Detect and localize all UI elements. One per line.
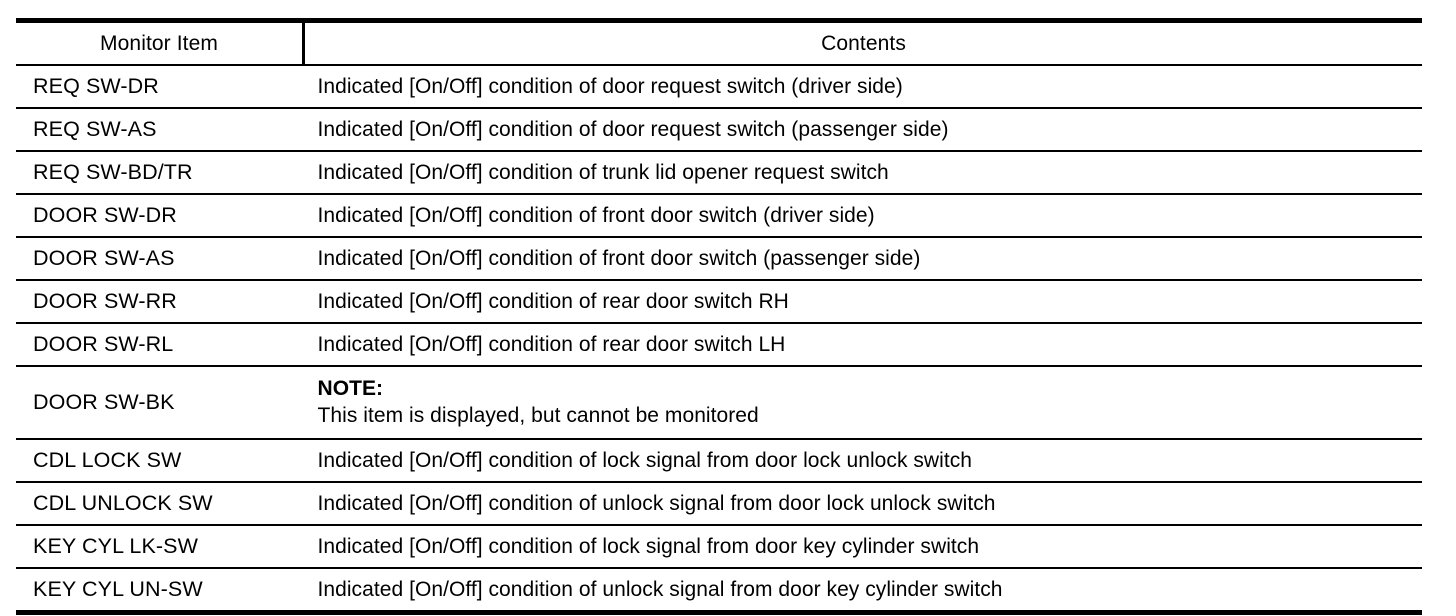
cell-monitor-item: DOOR SW-RR (16, 279, 304, 324)
table-row-note: DOOR SW-BK NOTE: This item is displayed,… (16, 365, 1423, 440)
table-row: DOOR SW-RR Indicated [On/Off] condition … (16, 279, 1422, 324)
note-title: NOTE: (317, 377, 384, 401)
cell-monitor-item: DOOR SW-DR (16, 193, 304, 238)
cell-contents: Indicated [On/Off] condition of unlock s… (303, 481, 1422, 526)
cell-contents: Indicated [On/Off] condition of front do… (303, 236, 1422, 281)
header-contents: Contents (303, 18, 1422, 66)
cell-monitor-item: DOOR SW-RL (16, 322, 304, 367)
cell-monitor-item: DOOR SW-AS (16, 236, 304, 281)
table-row: CDL LOCK SW Indicated [On/Off] condition… (16, 438, 1422, 483)
cell-monitor-item: REQ SW-AS (16, 107, 304, 152)
cell-contents-note: NOTE: This item is displayed, but cannot… (303, 365, 1423, 440)
note-block: NOTE: This item is displayed, but cannot… (318, 376, 1423, 429)
table-row: KEY CYL LK-SW Indicated [On/Off] conditi… (16, 524, 1422, 569)
cell-contents: Indicated [On/Off] condition of unlock s… (303, 567, 1422, 615)
note-body: This item is displayed, but cannot be mo… (317, 403, 759, 427)
table-row: DOOR SW-DR Indicated [On/Off] condition … (16, 193, 1422, 238)
cell-contents: Indicated [On/Off] condition of door req… (303, 64, 1422, 109)
cell-monitor-item: REQ SW-DR (16, 64, 304, 109)
table-body: REQ SW-DR Indicated [On/Off] condition o… (16, 64, 1423, 615)
table-row: KEY CYL UN-SW Indicated [On/Off] conditi… (16, 567, 1422, 615)
table-row: REQ SW-AS Indicated [On/Off] condition o… (16, 107, 1422, 152)
cell-monitor-item: CDL UNLOCK SW (16, 481, 304, 526)
header-row: Monitor Item Contents (16, 18, 1422, 66)
cell-contents: Indicated [On/Off] condition of trunk li… (303, 150, 1422, 195)
cell-contents: Indicated [On/Off] condition of rear doo… (303, 322, 1422, 367)
table-row: CDL UNLOCK SW Indicated [On/Off] conditi… (16, 481, 1422, 526)
header-monitor-item: Monitor Item (16, 18, 305, 66)
cell-monitor-item: REQ SW-BD/TR (16, 150, 304, 195)
table-row: REQ SW-DR Indicated [On/Off] condition o… (16, 64, 1422, 109)
table-header: Monitor Item Contents (16, 18, 1422, 66)
cell-monitor-item: CDL LOCK SW (16, 438, 304, 483)
cell-monitor-item: KEY CYL LK-SW (16, 524, 304, 569)
cell-contents: Indicated [On/Off] condition of lock sig… (303, 524, 1422, 569)
table-row: REQ SW-BD/TR Indicated [On/Off] conditio… (16, 150, 1422, 195)
cell-contents: Indicated [On/Off] condition of lock sig… (303, 438, 1422, 483)
cell-contents: Indicated [On/Off] condition of rear doo… (303, 279, 1422, 324)
monitor-item-table: Monitor Item Contents REQ SW-DR Indicate… (16, 18, 1422, 615)
cell-contents: Indicated [On/Off] condition of door req… (303, 107, 1422, 152)
table-row: DOOR SW-AS Indicated [On/Off] condition … (16, 236, 1422, 281)
cell-monitor-item: DOOR SW-BK (16, 365, 304, 440)
table-row: DOOR SW-RL Indicated [On/Off] condition … (16, 322, 1422, 367)
cell-contents: Indicated [On/Off] condition of front do… (303, 193, 1422, 238)
cell-monitor-item: KEY CYL UN-SW (16, 567, 304, 615)
